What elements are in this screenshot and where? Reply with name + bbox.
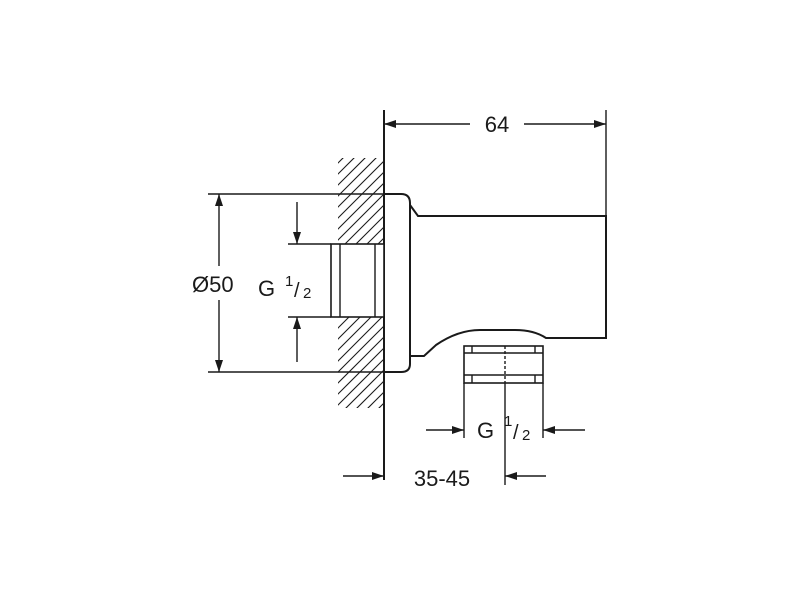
dimension-outlet-thread: G 1 / 2 [426,383,585,444]
hatch-line [330,463,390,523]
label-diameter-50: Ø50 [192,272,234,297]
label-inlet-thread-prefix: G [258,276,275,301]
hatch-line [338,158,344,164]
dimension-diameter-50: Ø50 [192,193,384,373]
hatch-line [345,369,384,408]
hatch-line [338,193,384,241]
wall-flange [384,193,411,373]
hatch-line [338,182,384,230]
label-outlet-thread-slash: / [513,422,519,444]
hatch-line [338,171,384,219]
hatch-line [338,358,384,406]
label-outlet-thread-numerator: 1 [504,413,512,430]
inlet-pipe [330,243,385,318]
dimension-inlet-thread: G 1 / 2 [258,202,331,362]
label-inlet-thread-slash: / [294,280,300,302]
hatch-line [330,441,390,501]
hatch-line [338,336,384,384]
hatch-line [378,402,384,408]
label-width-64: 64 [485,112,509,137]
hatch-line [330,452,390,512]
outlet-body [409,204,607,357]
hatch-line [338,314,384,362]
label-depth-35-45: 35-45 [414,466,470,491]
hatch-line [338,160,384,208]
hatch-line [356,380,384,408]
outlet-connector [463,345,544,384]
hatch-line [330,430,390,490]
hatch-line [330,419,390,479]
hatch-line [330,474,390,534]
label-inlet-thread-denominator: 2 [303,285,311,302]
dimension-width-64: 64 [384,110,607,216]
hatch-line [338,158,355,175]
label-outlet-thread-prefix: G [477,418,494,443]
hatch-line [367,391,384,408]
hatch-line [338,158,377,197]
hatch-line [338,158,366,186]
dimension-depth-35-45: 35-45 [343,383,546,491]
label-inlet-thread-numerator: 1 [285,273,293,290]
hatch-line [330,100,390,160]
hatch-line [338,325,384,373]
hatch-line [330,408,390,468]
label-outlet-thread-denominator: 2 [522,427,530,444]
